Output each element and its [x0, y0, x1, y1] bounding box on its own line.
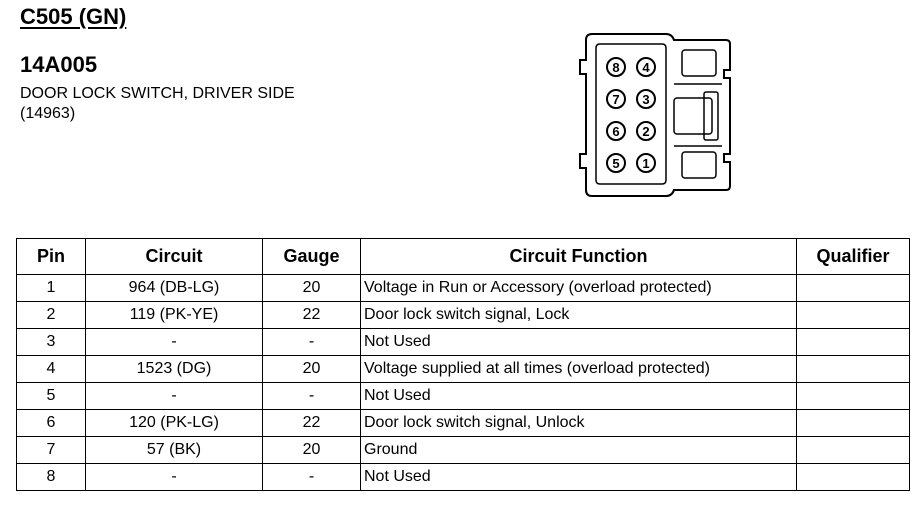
cell-function: Voltage supplied at all times (overload …: [360, 355, 797, 383]
cell-qualifier: [796, 328, 910, 356]
cell-pin: 3: [16, 328, 86, 356]
cell-function: Not Used: [360, 463, 797, 491]
pin-8-circle: [606, 57, 626, 77]
cell-function: Door lock switch signal, Lock: [360, 301, 797, 329]
cell-pin: 8: [16, 463, 86, 491]
pin-4-circle: [636, 57, 656, 77]
cell-pin: 5: [16, 382, 86, 410]
cell-pin: 7: [16, 436, 86, 464]
connector-housing: [579, 33, 731, 197]
cell-gauge: 22: [262, 409, 361, 437]
pin-1-label: 1: [642, 156, 649, 171]
pin-2-label: 2: [642, 124, 649, 139]
header-circuit: Circuit: [85, 238, 263, 275]
cell-function: Ground: [360, 436, 797, 464]
cell-gauge: -: [262, 463, 361, 491]
pin-7-circle: [606, 89, 626, 109]
table-header-row: Pin Circuit Gauge Circuit Function Quali…: [16, 238, 910, 275]
keying-slot-top: [681, 49, 717, 77]
cell-pin: 2: [16, 301, 86, 329]
header-pin: Pin: [16, 238, 86, 275]
cell-circuit: -: [85, 463, 263, 491]
cell-gauge: -: [262, 328, 361, 356]
table-row: 4 1523 (DG) 20 Voltage supplied at all t…: [16, 355, 910, 383]
pin-6-label: 6: [612, 124, 619, 139]
cell-qualifier: [796, 436, 910, 464]
cell-qualifier: [796, 409, 910, 437]
pin-4-label: 4: [642, 60, 650, 75]
table-row: 8 - - Not Used: [16, 463, 910, 491]
pin-1-circle: [636, 153, 656, 173]
pin-5-label: 5: [612, 156, 619, 171]
table-row: 3 - - Not Used: [16, 328, 910, 356]
housing-inner-outline: [595, 43, 667, 185]
cell-gauge: 20: [262, 274, 361, 302]
keying-slot-bottom: [681, 151, 717, 179]
cell-circuit: 964 (DB-LG): [85, 274, 263, 302]
table-row: 7 57 (BK) 20 Ground: [16, 436, 910, 464]
cell-circuit: -: [85, 328, 263, 356]
cell-circuit: 120 (PK-LG): [85, 409, 263, 437]
pin-2-circle: [636, 121, 656, 141]
cell-qualifier: [796, 382, 910, 410]
connector-id: C505 (GN): [20, 4, 127, 29]
table-row: 6 120 (PK-LG) 22 Door lock switch signal…: [16, 409, 910, 437]
header-gauge: Gauge: [262, 238, 361, 275]
cell-circuit: -: [85, 382, 263, 410]
cell-function: Door lock switch signal, Unlock: [360, 409, 797, 437]
cell-qualifier: [796, 355, 910, 383]
pinout-table: Pin Circuit Gauge Circuit Function Quali…: [16, 238, 910, 491]
header-circuit-function: Circuit Function: [360, 238, 797, 275]
cell-pin: 6: [16, 409, 86, 437]
cell-circuit: 119 (PK-YE): [85, 301, 263, 329]
description-text: DOOR LOCK SWITCH, DRIVER SIDE: [20, 85, 295, 102]
cell-qualifier: [796, 463, 910, 491]
cell-function: Not Used: [360, 382, 797, 410]
cell-qualifier: [796, 301, 910, 329]
pin-3-circle: [636, 89, 656, 109]
pin-8-label: 8: [612, 60, 619, 75]
cell-pin: 1: [16, 274, 86, 302]
cell-function: Voltage in Run or Accessory (overload pr…: [360, 274, 797, 302]
latch-lock: [703, 91, 719, 141]
pin-7-label: 7: [612, 92, 619, 107]
cell-circuit: 1523 (DG): [85, 355, 263, 383]
connector-description: DOOR LOCK SWITCH, DRIVER SIDE (14963): [20, 84, 295, 124]
cell-gauge: 22: [262, 301, 361, 329]
cell-function: Not Used: [360, 328, 797, 356]
table-row: 2 119 (PK-YE) 22 Door lock switch signal…: [16, 301, 910, 329]
connector-face-diagram: 8 7 6 5 4 3 2 1: [579, 33, 731, 197]
part-number: 14A005: [20, 52, 98, 77]
table-row: 1 964 (DB-LG) 20 Voltage in Run or Acces…: [16, 274, 910, 302]
pin-6-circle: [606, 121, 626, 141]
header-qualifier: Qualifier: [796, 238, 910, 275]
cell-gauge: -: [262, 382, 361, 410]
cell-gauge: 20: [262, 436, 361, 464]
cell-pin: 4: [16, 355, 86, 383]
table-row: 5 - - Not Used: [16, 382, 910, 410]
pin-3-label: 3: [642, 92, 649, 107]
cell-circuit: 57 (BK): [85, 436, 263, 464]
cell-gauge: 20: [262, 355, 361, 383]
reference-number: (14963): [20, 105, 76, 122]
pin-5-circle: [606, 153, 626, 173]
latch-tab: [673, 97, 713, 135]
cell-qualifier: [796, 274, 910, 302]
